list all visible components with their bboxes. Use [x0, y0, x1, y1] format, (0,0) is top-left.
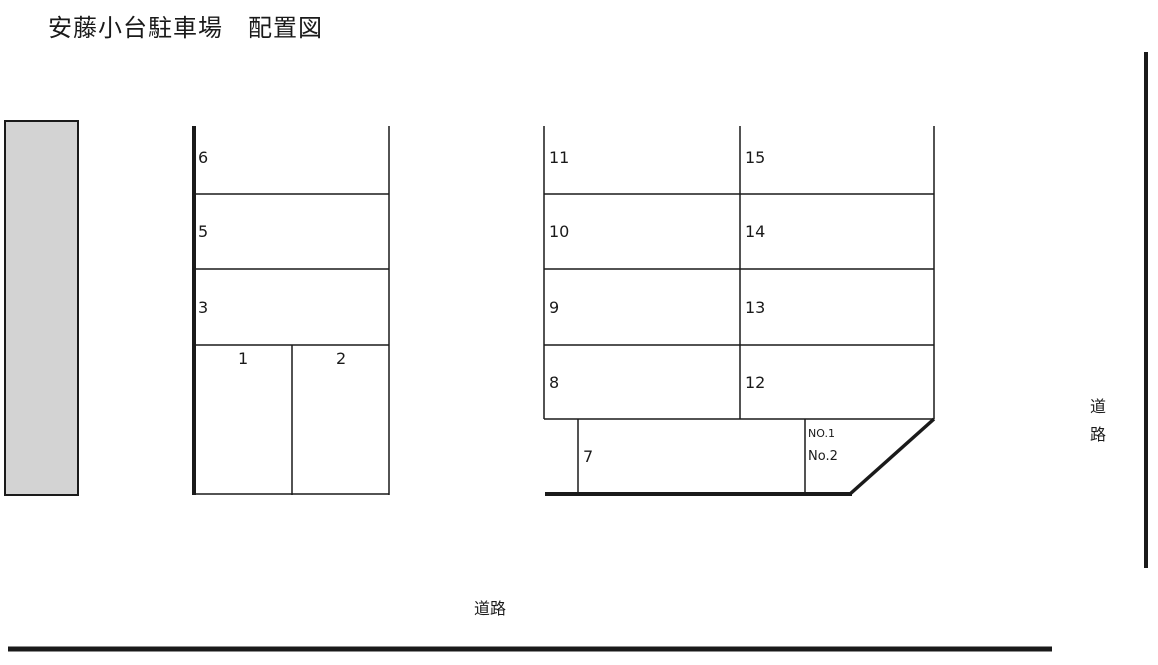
- space-label-5: 5: [198, 222, 208, 241]
- space-label-3: 3: [198, 298, 208, 317]
- corner-space-label-1: NO.1: [808, 427, 835, 440]
- left-parking-block: [192, 126, 390, 495]
- space-label-11: 11: [549, 148, 569, 167]
- space-label-12: 12: [745, 373, 765, 392]
- space-label-7: 7: [583, 447, 593, 466]
- corner-diagonal-wall: [848, 417, 936, 496]
- adjacent-building: [4, 120, 79, 496]
- right-road-label-char-2: 路: [1090, 425, 1106, 444]
- space-label-1: 1: [238, 349, 248, 368]
- bottom-road-label: 道路: [474, 599, 506, 618]
- corner-space-label-2: No.2: [808, 449, 838, 464]
- space-label-9: 9: [549, 298, 559, 317]
- space-label-13: 13: [745, 298, 765, 317]
- right-parking-block: [543, 126, 936, 496]
- space-label-6: 6: [198, 148, 208, 167]
- space-label-10: 10: [549, 222, 569, 241]
- space-label-15: 15: [745, 148, 765, 167]
- page-title: 安藤小台駐車場 配置図: [48, 14, 323, 42]
- space-label-8: 8: [549, 373, 559, 392]
- space-label-14: 14: [745, 222, 765, 241]
- space-label-2: 2: [336, 349, 346, 368]
- right-road-label-char-1: 道: [1090, 397, 1106, 416]
